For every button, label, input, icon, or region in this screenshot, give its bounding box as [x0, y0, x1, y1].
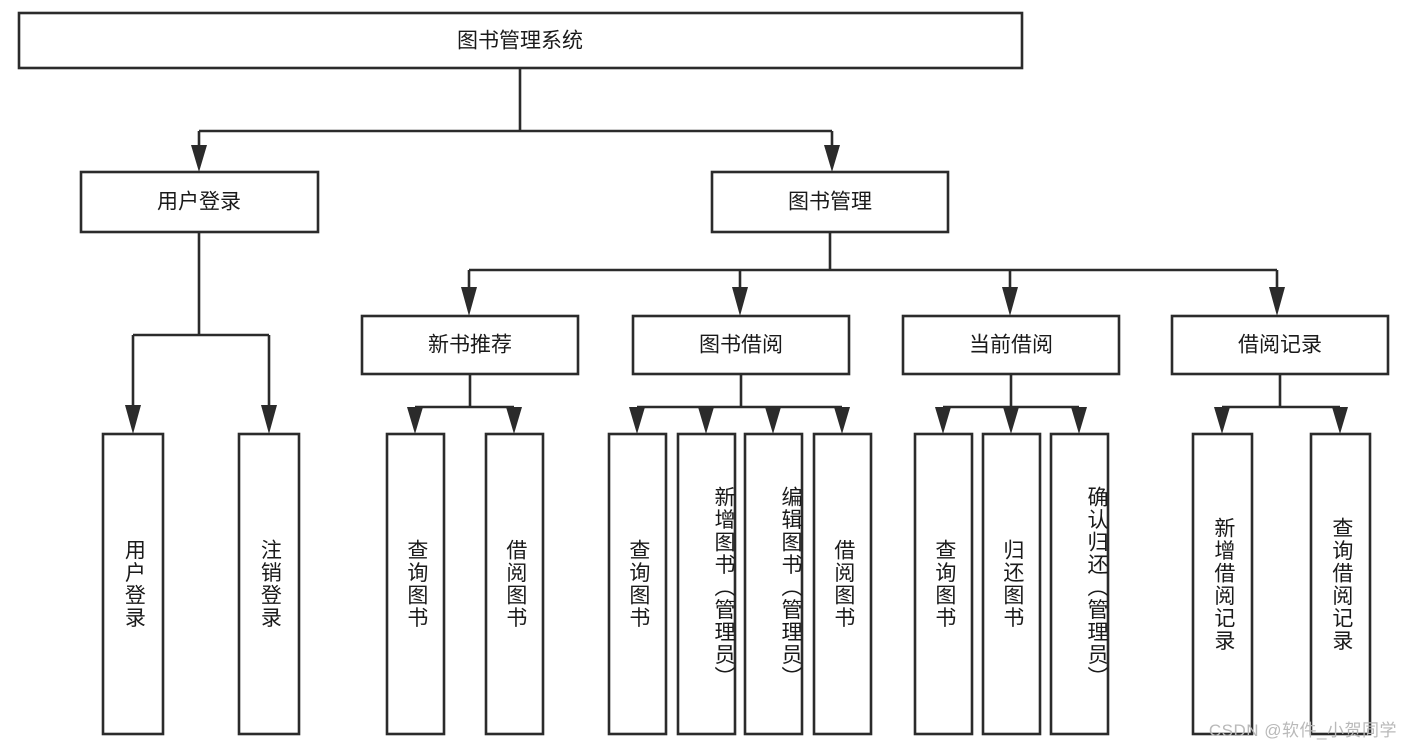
arrow-to-leaf-borrow-book-2 — [834, 407, 850, 434]
arrow-to-leaf-edit-book — [765, 407, 781, 434]
arrow-to-new-book — [461, 287, 477, 316]
arrow-to-leaf-add-book — [698, 407, 714, 434]
connector-root-to-level2 — [191, 68, 840, 172]
new-book-recommend-box[interactable] — [360, 314, 580, 376]
node-current-borrow[interactable]: 当前借阅 — [901, 314, 1121, 376]
leaf-box-query-book-1[interactable] — [385, 432, 446, 736]
leaf-box-user-login[interactable] — [101, 432, 165, 736]
leaf-box-logout[interactable] — [237, 432, 301, 736]
arrow-to-current-borrow — [1002, 287, 1018, 316]
arrow-to-book-borrow — [732, 287, 748, 316]
connector-book-borrow-to-leaves — [629, 374, 850, 434]
root-label: 图书管理系统 — [457, 30, 583, 53]
node-root[interactable]: 图书管理系统 — [17, 11, 1024, 70]
arrow-to-borrow-record — [1269, 287, 1285, 316]
arrow-to-leaf-logout — [261, 405, 277, 434]
arrow-to-leaf-borrow-book-1 — [506, 407, 522, 434]
arrow-to-leaf-query-book-1 — [407, 407, 423, 434]
node-new-book-recommend[interactable]: 新书推荐 — [360, 314, 580, 376]
connector-book-manage-to-level3 — [461, 232, 1285, 316]
new-book-recommend-label: 新书推荐 — [428, 334, 512, 357]
node-book-borrow[interactable]: 图书借阅 — [631, 314, 851, 376]
arrow-to-leaf-add-record — [1214, 407, 1230, 434]
leaf-box-edit-book[interactable] — [743, 432, 804, 736]
arrow-to-leaf-query-book-2 — [629, 407, 645, 434]
book-manage-label: 图书管理 — [788, 191, 872, 214]
arrow-to-leaf-query-record — [1332, 407, 1348, 434]
arrow-to-book-manage — [824, 145, 840, 172]
node-user-login[interactable]: 用户登录 — [79, 170, 320, 234]
leaf-box-query-book-3[interactable] — [913, 432, 974, 736]
leaf-box-query-record[interactable] — [1309, 432, 1372, 736]
leaf-box-add-book[interactable] — [676, 432, 737, 736]
borrow-record-label: 借阅记录 — [1238, 334, 1322, 357]
arrow-to-leaf-return-book — [1003, 407, 1019, 434]
current-borrow-box[interactable] — [901, 314, 1121, 376]
leaf-box-query-book-2[interactable] — [607, 432, 668, 736]
leaf-box-borrow-book-1[interactable] — [484, 432, 545, 736]
connector-current-borrow-to-leaves — [935, 374, 1087, 434]
current-borrow-label: 当前借阅 — [969, 334, 1053, 357]
connector-new-book-to-leaves — [407, 374, 522, 434]
arrow-to-leaf-confirm-return — [1071, 407, 1087, 434]
node-borrow-record[interactable]: 借阅记录 — [1170, 314, 1390, 376]
arrow-to-leaf-user-login — [125, 405, 141, 434]
connector-borrow-record-to-leaves — [1214, 374, 1348, 434]
leaf-box-borrow-book-2[interactable] — [812, 432, 873, 736]
node-book-manage[interactable]: 图书管理 — [710, 170, 950, 234]
arrow-to-user-login — [191, 145, 207, 172]
arrow-to-leaf-query-book-3 — [935, 407, 951, 434]
connector-user-login-to-leaves — [125, 232, 277, 434]
root-box[interactable] — [17, 11, 1024, 70]
book-borrow-label: 图书借阅 — [699, 334, 783, 357]
leaf-box-return-book[interactable] — [981, 432, 1042, 736]
csdn-watermark: CSDN @软件_小贺同学 — [1208, 721, 1397, 740]
leaf-box-confirm-return[interactable] — [1049, 432, 1110, 736]
user-login-box[interactable] — [79, 170, 320, 234]
user-login-label: 用户登录 — [157, 191, 241, 214]
leaf-box-add-record[interactable] — [1191, 432, 1254, 736]
